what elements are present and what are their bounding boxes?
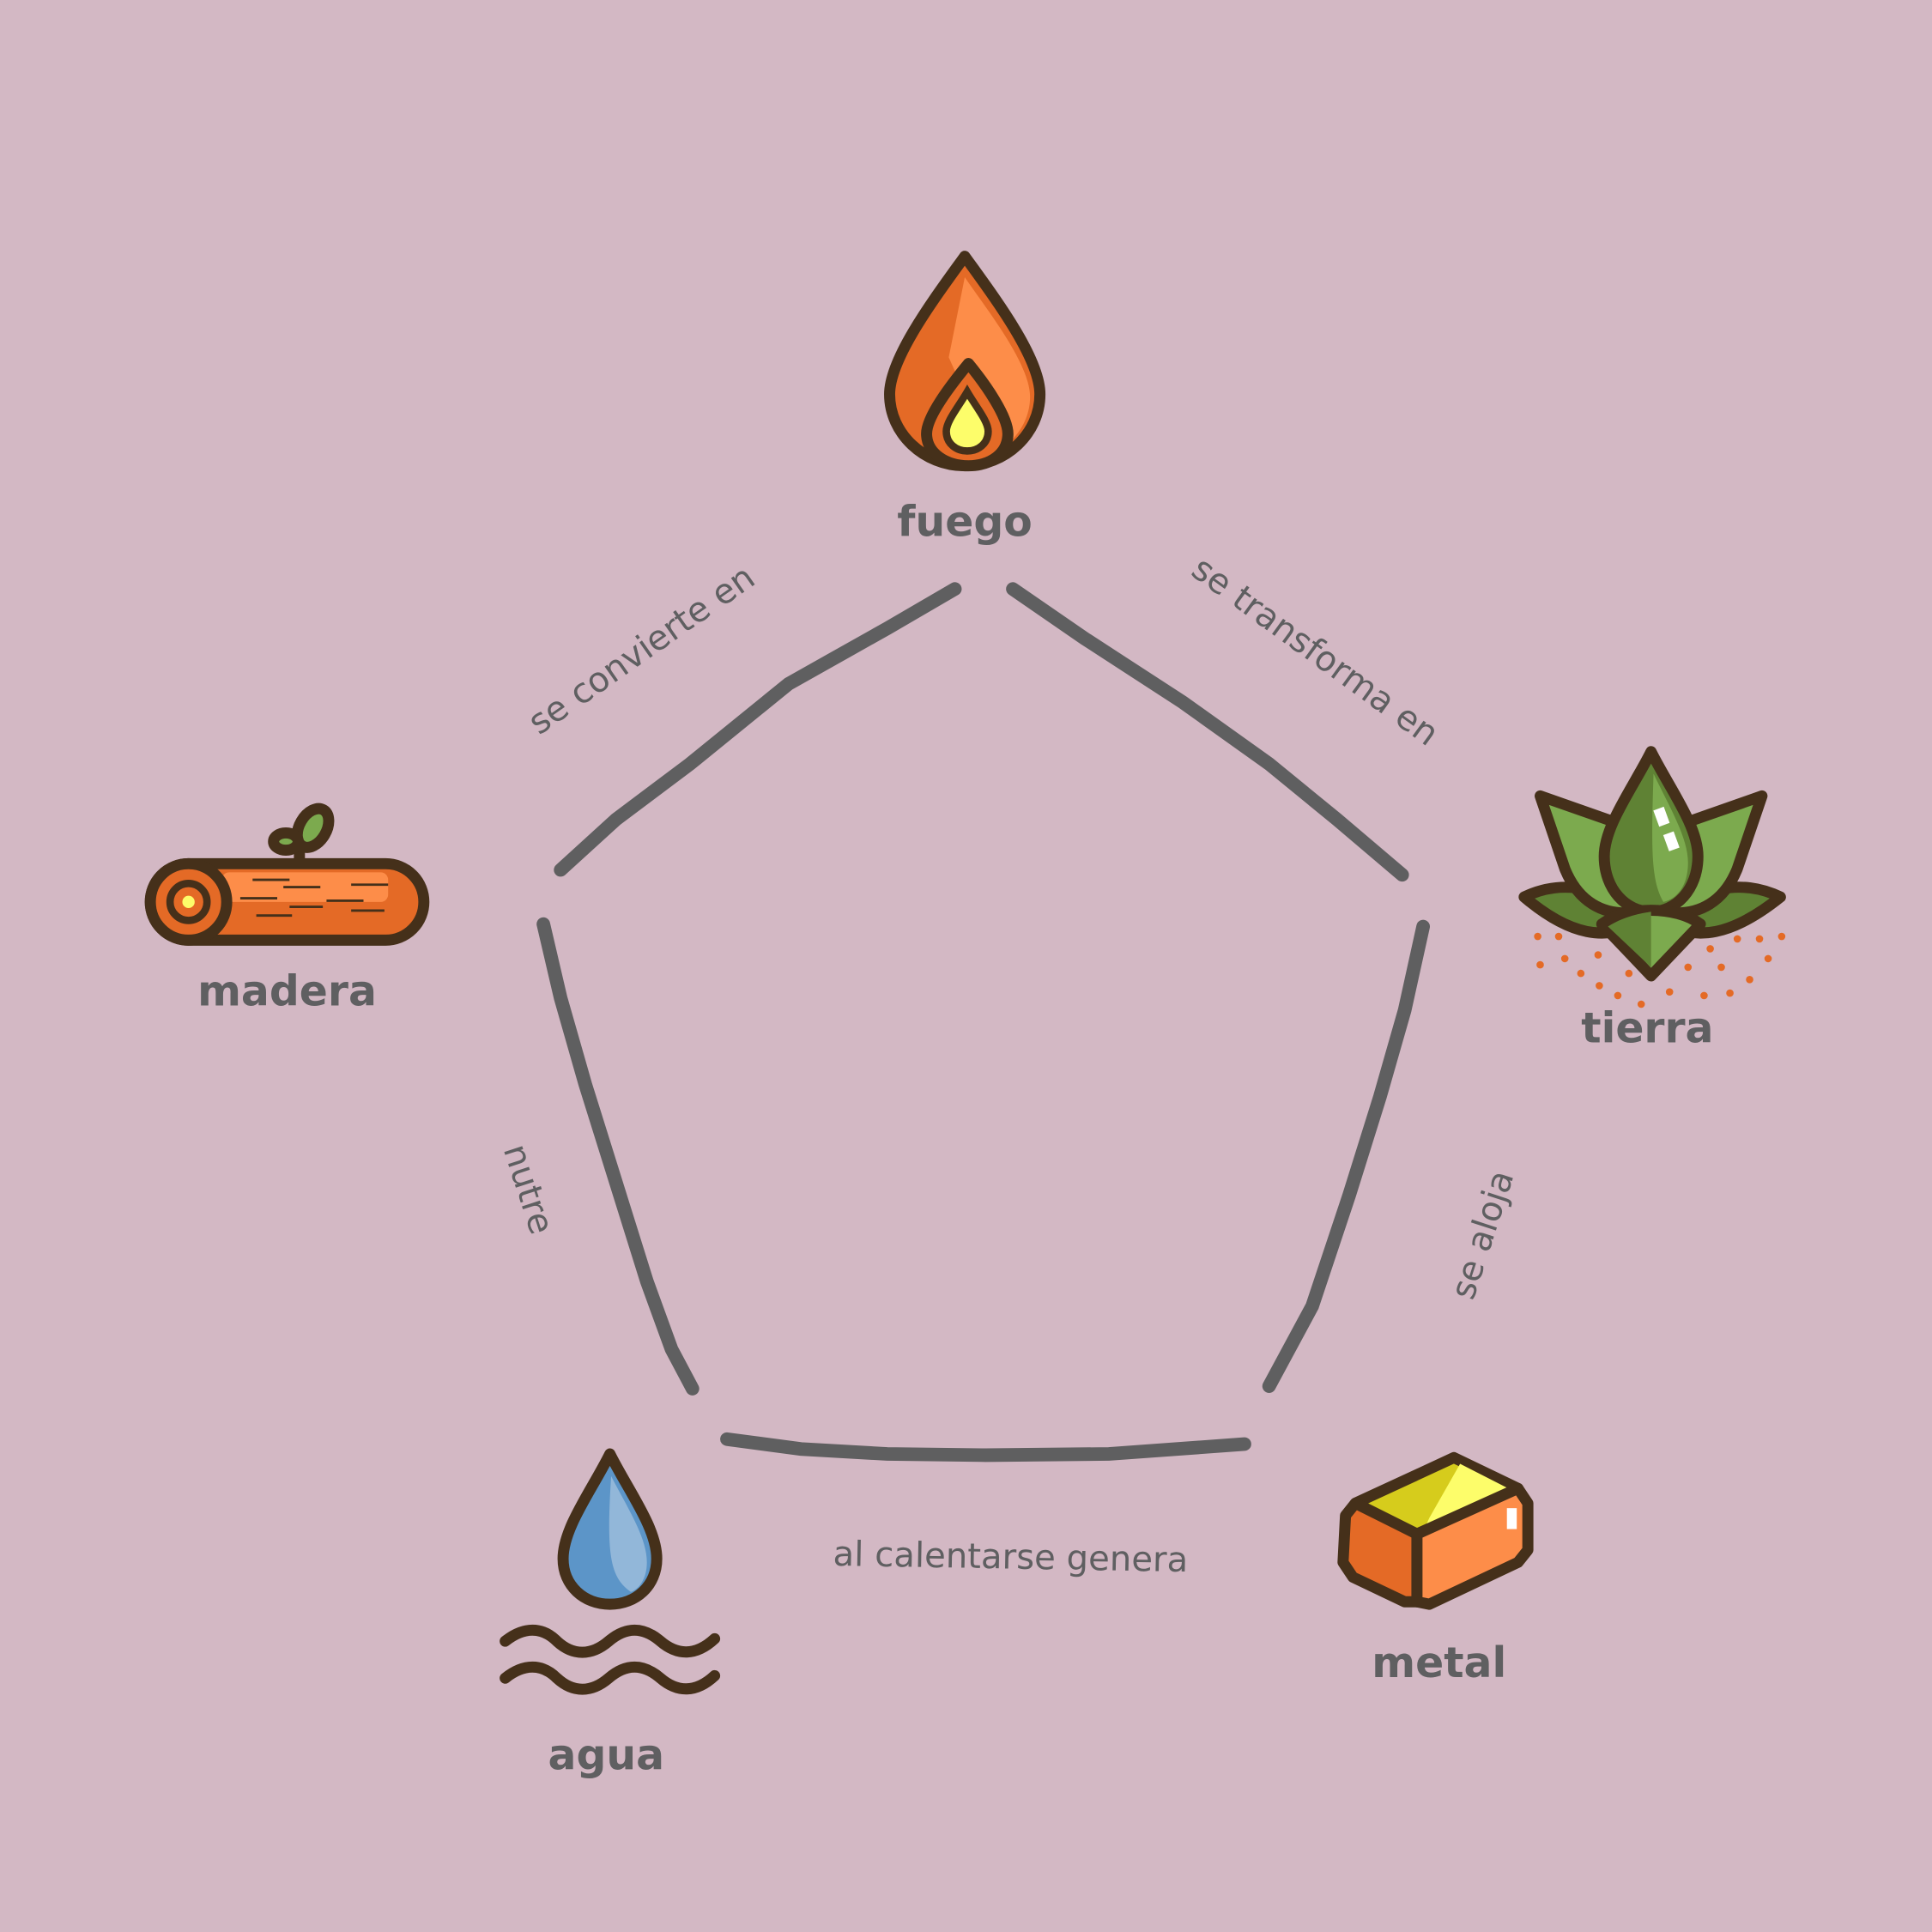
wood-log-icon	[144, 802, 430, 946]
edge-tierra-metal	[1262, 919, 1430, 1393]
edge-fuego-tierra	[1006, 582, 1409, 882]
edge-madera-fuego	[554, 582, 962, 877]
element-label-metal: metal	[1372, 1638, 1506, 1687]
water-waves-icon	[500, 1624, 721, 1695]
pentagon-edges	[536, 582, 1430, 1463]
metal-ingot-icon	[1337, 1451, 1534, 1610]
element-label-fuego: fuego	[897, 497, 1033, 546]
plant-sprout-icon	[1518, 746, 1786, 1008]
element-label-madera: madera	[197, 966, 377, 1015]
edge-agua-madera	[536, 917, 700, 1396]
edge-metal-agua	[720, 1432, 1251, 1463]
fire-icon	[884, 251, 1046, 472]
relation-label-al-calentarse-genera: al calentarse genera	[833, 1535, 1188, 1580]
water-drop-icon	[557, 1448, 663, 1610]
element-label-agua: agua	[548, 1731, 665, 1780]
element-label-tierra: tierra	[1581, 1004, 1713, 1053]
